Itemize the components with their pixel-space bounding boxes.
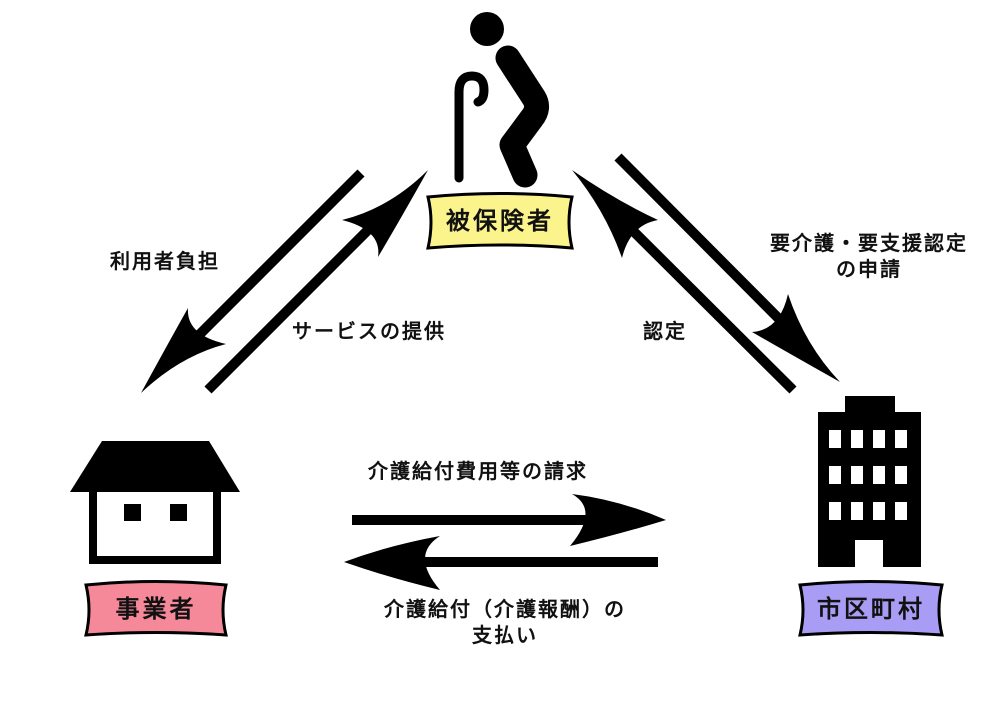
user-burden-label: 利用者負担	[110, 249, 220, 273]
provider-banner	[84, 580, 228, 637]
insured-banner	[426, 192, 574, 250]
certification-application-line1: 要介護・要支援認定	[770, 231, 968, 255]
certification-application-label: 要介護・要支援認定 の申請	[744, 230, 994, 282]
house-icon	[70, 441, 240, 564]
billing-label: 介護給付費用等の請求	[368, 459, 588, 483]
arrow-service-provision	[204, 170, 428, 394]
payment-label: 介護給付（介護報酬）の 支払い	[340, 596, 670, 648]
elderly-person-with-cane-icon	[454, 12, 550, 188]
service-provision-label: サービスの提供	[292, 319, 446, 343]
arrow-billing	[352, 494, 666, 546]
payment-line2: 支払い	[472, 623, 538, 647]
office-building-icon	[818, 396, 921, 567]
provider-label: 事業者	[115, 595, 197, 623]
certification-application-line2: の申請	[836, 257, 902, 281]
certification-label: 認定	[643, 319, 687, 343]
arrow-payment	[344, 536, 658, 590]
municipality-banner	[798, 580, 944, 637]
municipality-label: 市区町村	[817, 595, 925, 623]
arrow-user-burden	[141, 169, 365, 393]
arrow-certification	[572, 170, 797, 394]
arrow-certification-application	[614, 153, 840, 382]
insured-label: 被保険者	[446, 207, 554, 235]
payment-line1: 介護給付（介護報酬）の	[384, 597, 626, 621]
